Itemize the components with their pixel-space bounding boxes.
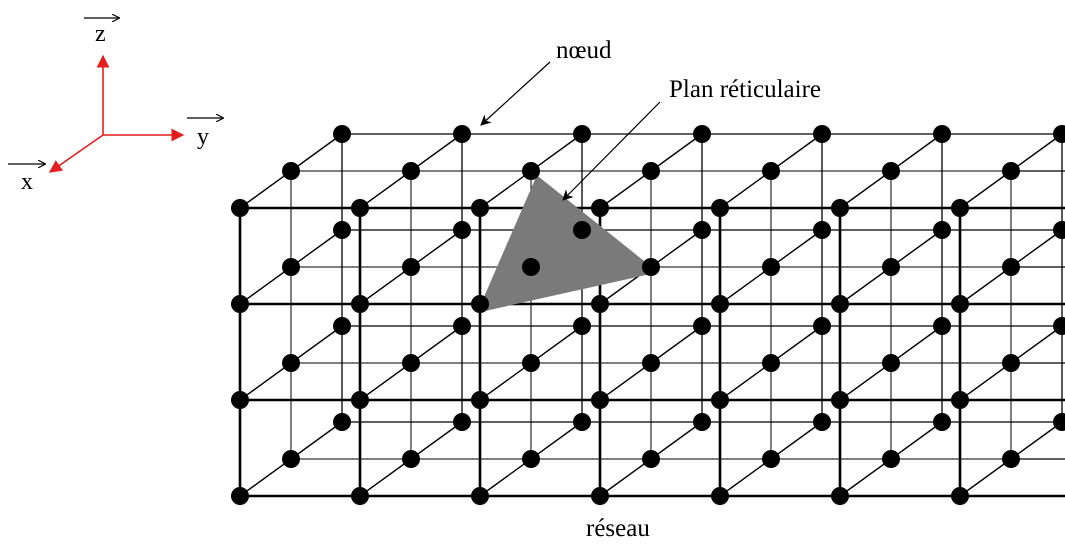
lattice-node: [282, 354, 300, 372]
lattice-nodes: [231, 125, 1065, 505]
lattice-node: [642, 162, 660, 180]
lattice-node: [882, 162, 900, 180]
node-label: nœud: [556, 37, 612, 64]
lattice-node: [693, 125, 711, 143]
lattice-node: [933, 317, 951, 335]
lattice-node: [831, 391, 849, 409]
lattice-node: [402, 354, 420, 372]
lattice-node: [813, 125, 831, 143]
axes-triad: z y x: [8, 18, 223, 195]
reticular-plane: [477, 175, 659, 313]
lattice-node: [573, 125, 591, 143]
lattice-node: [351, 199, 369, 217]
lattice-node: [933, 125, 951, 143]
x-axis-arrow: [48, 134, 104, 173]
lattice-node: [591, 295, 609, 313]
y-axis-label: y: [197, 124, 209, 150]
lattice-node: [831, 295, 849, 313]
lattice-node: [813, 221, 831, 239]
plane-pointer-arrow: [562, 101, 661, 201]
lattice-node: [471, 391, 489, 409]
lattice-node: [231, 199, 249, 217]
annotations: nœud Plan réticulaire réseau: [480, 37, 821, 542]
lattice-node: [933, 221, 951, 239]
z-axis-label: z: [95, 21, 106, 47]
lattice-node: [642, 450, 660, 468]
lattice-node: [522, 450, 540, 468]
lattice-node: [1002, 258, 1020, 276]
lattice-node: [471, 199, 489, 217]
lattice-node: [1002, 354, 1020, 372]
lattice-node: [471, 487, 489, 505]
lattice-node: [402, 162, 420, 180]
lattice-node: [471, 295, 489, 313]
lattice-node: [231, 295, 249, 313]
lattice-node: [282, 450, 300, 468]
lattice-node: [933, 413, 951, 431]
lattice-node: [573, 413, 591, 431]
lattice-node: [693, 221, 711, 239]
lattice-lines: [238, 133, 1065, 498]
lattice-node: [453, 221, 471, 239]
lattice-node: [573, 221, 591, 239]
lattice-node: [1002, 450, 1020, 468]
lattice-node: [282, 162, 300, 180]
lattice-node: [951, 487, 969, 505]
lattice-node: [333, 413, 351, 431]
lattice-node: [351, 295, 369, 313]
lattice-node: [762, 354, 780, 372]
lattice-node: [333, 125, 351, 143]
lattice-node: [711, 487, 729, 505]
lattice-node: [1053, 413, 1065, 431]
lattice-node: [951, 199, 969, 217]
lattice-node: [762, 162, 780, 180]
lattice-node: [882, 258, 900, 276]
lattice-node: [762, 450, 780, 468]
lattice-node: [351, 391, 369, 409]
lattice-node: [1053, 221, 1065, 239]
node-pointer-arrow: [480, 61, 551, 126]
lattice-node: [453, 413, 471, 431]
lattice-node: [1053, 317, 1065, 335]
lattice-node: [522, 354, 540, 372]
lattice-node: [282, 258, 300, 276]
x-axis-label: x: [21, 169, 33, 195]
lattice-node: [1002, 162, 1020, 180]
lattice-node: [402, 258, 420, 276]
lattice-node: [522, 162, 540, 180]
lattice-node: [762, 258, 780, 276]
lattice-node: [231, 487, 249, 505]
lattice-node: [453, 125, 471, 143]
lattice-node: [453, 317, 471, 335]
lattice-node: [693, 413, 711, 431]
lattice-node: [882, 450, 900, 468]
lattice-node: [642, 354, 660, 372]
lattice-node: [711, 391, 729, 409]
lattice-node: [591, 199, 609, 217]
lattice-node: [813, 317, 831, 335]
lattice-node: [951, 295, 969, 313]
lattice-node: [711, 199, 729, 217]
lattice-node: [1053, 125, 1065, 143]
lattice-node: [351, 487, 369, 505]
lattice-node: [813, 413, 831, 431]
lattice-node: [693, 317, 711, 335]
lattice-node: [831, 199, 849, 217]
lattice-node: [591, 391, 609, 409]
lattice-label: réseau: [586, 515, 650, 542]
lattice-node: [642, 258, 660, 276]
lattice-node: [591, 487, 609, 505]
lattice-node: [231, 391, 249, 409]
lattice-node: [711, 295, 729, 313]
lattice-node: [951, 391, 969, 409]
lattice-node: [333, 317, 351, 335]
lattice-node: [522, 258, 540, 276]
lattice-node: [831, 487, 849, 505]
lattice-node: [402, 450, 420, 468]
lattice-node: [882, 354, 900, 372]
lattice-node: [573, 317, 591, 335]
plane-label: Plan réticulaire: [669, 76, 821, 103]
lattice-node: [333, 221, 351, 239]
